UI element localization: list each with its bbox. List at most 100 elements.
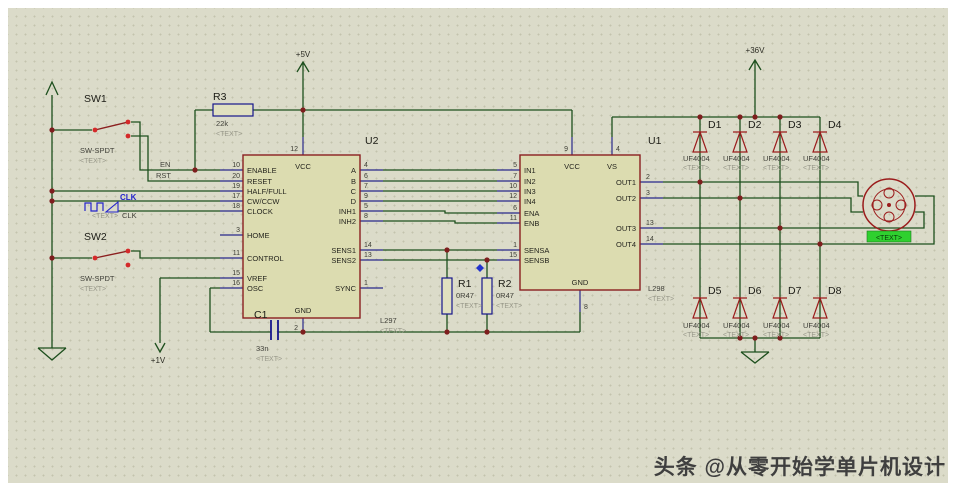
component-ref: D7: [788, 285, 802, 297]
component-ref: R3: [213, 91, 227, 103]
ground-left-icon: [37, 347, 67, 361]
diode-bottom-rail[interactable]: [700, 337, 820, 352]
left-rail-wire[interactable]: [45, 80, 59, 348]
chip-u2-body[interactable]: [242, 154, 361, 319]
diode-top-rail[interactable]: [611, 116, 820, 137]
out3-wire[interactable]: [663, 211, 925, 229]
out2-wire[interactable]: [663, 197, 863, 213]
component-value: 22k: [216, 119, 228, 128]
pin-name: SENSB: [524, 256, 549, 265]
component-value: 33n: [256, 344, 269, 353]
pin-number: 2: [294, 325, 298, 332]
resistor-r2-body[interactable]: [481, 277, 493, 315]
pin-name: INH2: [339, 217, 356, 226]
resistor-r3-body[interactable]: [212, 103, 254, 117]
pin-name: CW/CCW: [247, 197, 280, 206]
pin-number: 14: [364, 242, 372, 249]
chip-u1-body[interactable]: [519, 154, 641, 291]
switch-sw1[interactable]: [92, 119, 131, 139]
diode-d1[interactable]: [692, 130, 708, 153]
power-net-label: +5V: [296, 50, 311, 59]
component-ref: U2: [365, 135, 379, 147]
pin-number: 12: [290, 146, 298, 153]
pin-name: GND: [295, 306, 312, 315]
diode-d7[interactable]: [772, 296, 788, 319]
component-ref: D8: [828, 285, 842, 297]
pin-number: 4: [364, 162, 368, 169]
capacitor-c1-body[interactable]: [270, 320, 279, 340]
r3-pullup-wires[interactable]: [194, 109, 573, 170]
ground-mid-icon: [740, 351, 770, 364]
motor-coil-top: [883, 187, 895, 199]
text-placeholder: <TEXT>: [803, 332, 829, 339]
diode-d4[interactable]: [812, 130, 828, 153]
diode-d8[interactable]: [812, 296, 828, 319]
sense-resistor-wires[interactable]: [446, 250, 488, 332]
pin-name: RESET: [247, 177, 272, 186]
sw1-throw1-contact: [125, 119, 131, 125]
component-value: UF4004: [763, 154, 790, 163]
resistor-r1-body[interactable]: [441, 277, 453, 315]
origin-marker-icon: [476, 264, 484, 272]
pin-number: 18: [232, 203, 240, 210]
ground-rail-wire[interactable]: [210, 312, 581, 333]
pin-name: CONTROL: [247, 254, 284, 263]
sw2-lever: [94, 250, 129, 259]
component-value: SW-SPDT: [80, 274, 115, 283]
power-5v-wire[interactable]: [296, 60, 310, 137]
pin-number: 9: [564, 146, 568, 153]
diode-d2[interactable]: [732, 130, 748, 153]
pin-name: INH1: [339, 207, 356, 216]
u2-to-u1-wires[interactable]: [383, 169, 497, 261]
component-value: UF4004: [683, 154, 710, 163]
components: [84, 103, 916, 340]
text-placeholder: <TEXT>: [683, 332, 709, 339]
out1-wire[interactable]: [663, 181, 863, 197]
pin-number: 10: [509, 183, 517, 190]
clock-generator[interactable]: [84, 200, 119, 213]
component-ref: U1: [648, 135, 662, 147]
sw2-pole-contact: [92, 255, 98, 261]
out4-wire[interactable]: [663, 195, 935, 245]
component-value: SW-SPDT: [80, 146, 115, 155]
pin-number: 12: [509, 193, 517, 200]
wire-net[interactable]: [37, 58, 935, 364]
component-ref: D3: [788, 119, 802, 131]
u2-pin-stubs: [220, 137, 383, 332]
sw2-throw2-contact: [125, 262, 131, 268]
diode-d3[interactable]: [772, 130, 788, 153]
halffull-cwccw-wires[interactable]: [52, 190, 220, 202]
component-ref: CLK: [120, 193, 137, 202]
pin-number: 11: [510, 215, 517, 222]
pin-name: IN4: [524, 197, 536, 206]
vref-wire[interactable]: [154, 277, 220, 354]
pin-name: VREF: [247, 274, 267, 283]
motor-coil-left: [871, 199, 883, 211]
watermark: 头条 @从零开始学单片机设计: [653, 456, 946, 479]
diode-d6[interactable]: [732, 296, 748, 319]
pin-name: ENA: [524, 209, 539, 218]
pin-number: 11: [233, 250, 240, 257]
diode-d5[interactable]: [692, 296, 708, 319]
text-placeholder: <TEXT>: [92, 213, 118, 220]
pin-name: OUT2: [616, 194, 636, 203]
sw2-wires[interactable]: [52, 250, 220, 259]
pin-name: VCC: [295, 162, 311, 171]
pin-number: 8: [584, 304, 588, 311]
sw1-wires[interactable]: [52, 121, 220, 182]
junction-dots: [49, 107, 823, 341]
pin-number: 2: [646, 174, 650, 181]
pin-name: SENS1: [331, 246, 356, 255]
switch-sw2[interactable]: [92, 248, 131, 268]
power-36v-wire[interactable]: [748, 58, 762, 117]
motor-label-highlight[interactable]: [866, 230, 912, 243]
clock-arrow-icon: [104, 200, 119, 213]
net-label: CLK: [122, 211, 137, 220]
pin-number: 13: [646, 220, 654, 227]
pin-number: 3: [236, 227, 240, 234]
component-ref: C1: [254, 309, 268, 321]
sw1-lever: [94, 121, 129, 131]
osc-wire[interactable]: [209, 287, 220, 332]
stepper-motor[interactable]: [862, 178, 916, 243]
